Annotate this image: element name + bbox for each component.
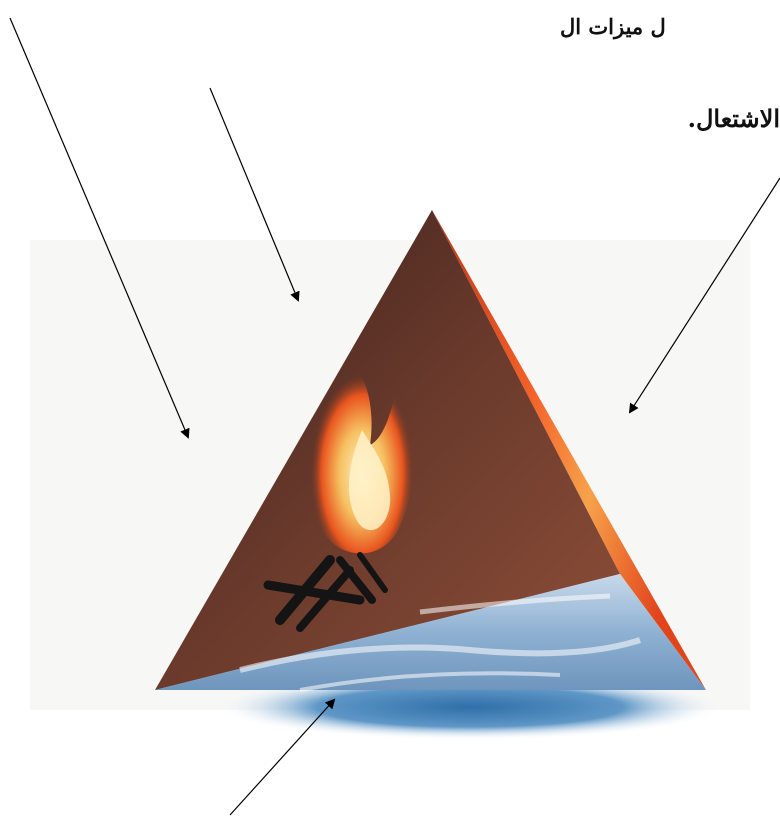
top-text-fragment: ل ميزات ال [560, 14, 666, 39]
ignition-label: الاشتعال. [688, 104, 780, 133]
